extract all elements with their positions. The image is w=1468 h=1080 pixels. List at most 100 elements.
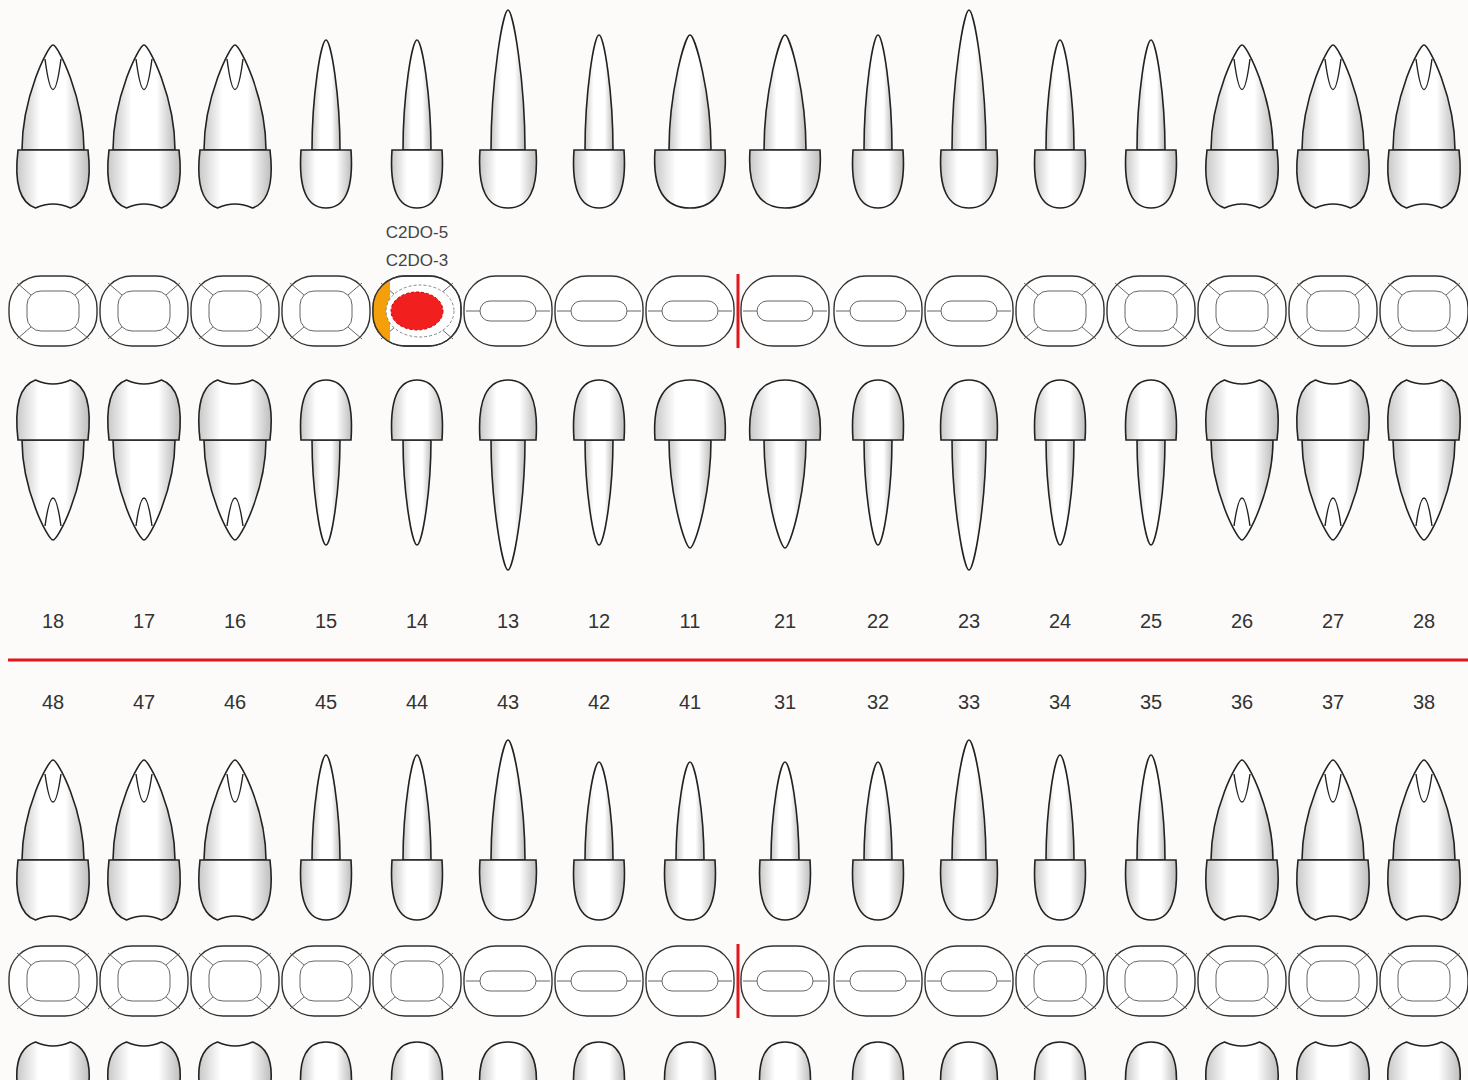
tooth-number: 44 xyxy=(406,690,428,714)
tooth-drawing xyxy=(1035,40,1086,208)
tooth-number: 37 xyxy=(1322,690,1344,714)
tooth-drawing xyxy=(853,762,904,920)
tooth-drawing xyxy=(750,35,821,208)
tooth-number: 15 xyxy=(315,609,337,633)
tooth-root xyxy=(771,762,799,860)
tooth-drawing xyxy=(199,760,271,920)
tooth-root xyxy=(1393,45,1455,150)
tooth-crown xyxy=(108,1042,180,1080)
tooth-drawing xyxy=(665,1042,716,1080)
tooth-number: 13 xyxy=(497,609,519,633)
occlusal-surface xyxy=(1198,946,1286,1016)
root-split xyxy=(1325,774,1341,802)
tooth-crown xyxy=(108,380,180,440)
tooth-drawing xyxy=(853,1042,904,1080)
occlusal-surface xyxy=(834,276,922,346)
tooth-crown xyxy=(941,150,998,208)
tooth-crown xyxy=(655,150,726,208)
occlusal-surface xyxy=(555,946,643,1016)
tooth-number: 11 xyxy=(680,609,701,633)
tooth-crown xyxy=(853,860,904,920)
tooth-crown xyxy=(392,380,443,440)
tooth-drawing xyxy=(108,45,180,208)
tooth-drawing xyxy=(1297,760,1369,920)
tooth-crown xyxy=(301,860,352,920)
tooth-crown xyxy=(853,1042,904,1080)
tooth-drawing xyxy=(574,380,625,545)
tooth-drawing xyxy=(17,380,89,540)
occlusal-surface xyxy=(100,276,188,346)
occlusal-surface xyxy=(1107,276,1195,346)
occlusal-surface xyxy=(100,946,188,1016)
tooth-crown xyxy=(480,1042,537,1080)
tooth-crown xyxy=(301,150,352,208)
occlusal-surface xyxy=(1016,946,1104,1016)
tooth-drawing xyxy=(301,755,352,920)
tooth-drawing xyxy=(1206,1042,1278,1080)
root-split xyxy=(45,774,61,802)
tooth-drawing xyxy=(665,762,716,920)
tooth-crown xyxy=(1206,860,1278,920)
tooth-root xyxy=(22,440,84,540)
tooth-root xyxy=(403,40,431,150)
root-split xyxy=(1234,774,1250,802)
tooth-drawing xyxy=(941,380,998,570)
tooth-root xyxy=(952,740,986,860)
tooth-drawing xyxy=(1206,760,1278,920)
tooth-crown xyxy=(1388,860,1460,920)
tooth-outline xyxy=(373,276,461,346)
tooth-crown xyxy=(199,1042,271,1080)
tooth-crown xyxy=(480,860,537,920)
tooth-crown xyxy=(1035,150,1086,208)
tooth-crown xyxy=(17,380,89,440)
tooth-drawing xyxy=(574,762,625,920)
occlusal-surface xyxy=(191,276,279,346)
tooth-crown xyxy=(1126,380,1177,440)
tooth-drawing xyxy=(1388,380,1460,540)
tooth-crown xyxy=(1126,150,1177,208)
tooth-root xyxy=(1137,755,1165,860)
tooth-drawing xyxy=(108,1042,180,1080)
tooth-crown xyxy=(1297,1042,1369,1080)
occlusal-surface xyxy=(1016,276,1104,346)
tooth-crown xyxy=(199,860,271,920)
tooth-root xyxy=(312,40,340,150)
occlusal-surface xyxy=(555,276,643,346)
tooth-root xyxy=(1302,760,1364,860)
tooth-number: 24 xyxy=(1049,609,1071,633)
tooth-root xyxy=(952,440,986,570)
tooth-number: 48 xyxy=(42,690,64,714)
tooth-drawing xyxy=(1297,45,1369,208)
tooth-drawing xyxy=(199,380,271,540)
tooth-crown xyxy=(1388,150,1460,208)
jaw-divider xyxy=(8,659,1468,662)
tooth-drawing xyxy=(853,380,904,545)
occlusal-surface xyxy=(741,946,829,1016)
tooth-drawing xyxy=(655,380,726,548)
tooth-crown xyxy=(655,380,726,440)
tooth-root xyxy=(1302,45,1364,150)
occlusal-surface xyxy=(1107,946,1195,1016)
tooth-crown xyxy=(199,380,271,440)
root-split xyxy=(227,774,243,802)
tooth-drawing xyxy=(301,1042,352,1080)
tooth-drawing xyxy=(480,740,537,920)
treatment-code: C2DO-5 xyxy=(386,223,448,243)
tooth-root xyxy=(952,10,986,150)
tooth-number: 12 xyxy=(588,609,610,633)
tooth-crown xyxy=(1035,380,1086,440)
tooth-crown xyxy=(199,150,271,208)
tooth-crown xyxy=(392,860,443,920)
tooth-number: 47 xyxy=(133,690,155,714)
tooth-root xyxy=(1393,440,1455,540)
tooth-root xyxy=(864,440,892,545)
tooth-number: 34 xyxy=(1049,690,1071,714)
tooth-crown xyxy=(941,1042,998,1080)
tooth-crown xyxy=(574,1042,625,1080)
root-split xyxy=(1416,59,1432,90)
tooth-drawing xyxy=(1035,1042,1086,1080)
tooth-crown xyxy=(853,150,904,208)
root-split xyxy=(136,774,152,802)
tooth-root xyxy=(1046,40,1074,150)
tooth-crown xyxy=(941,380,998,440)
